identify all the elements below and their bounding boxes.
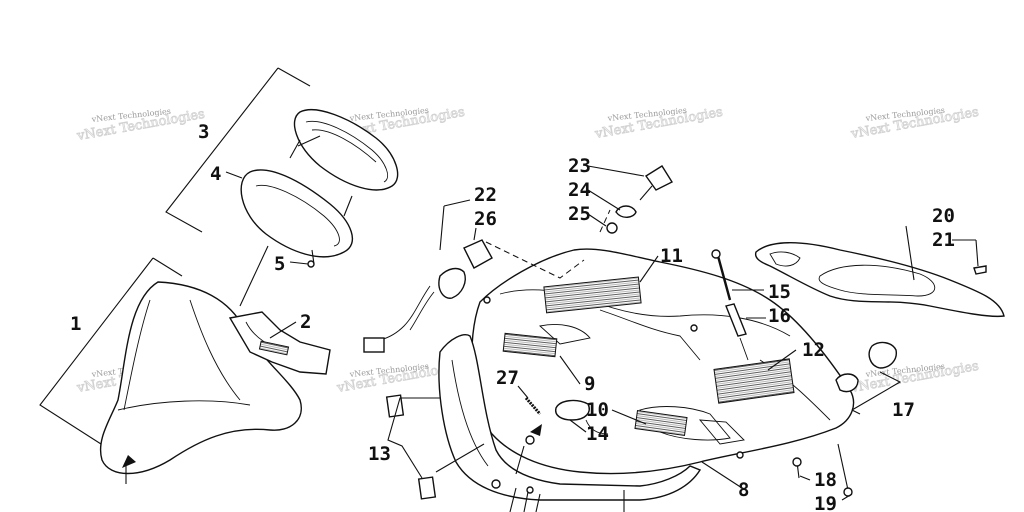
callout-26: 26 [474, 208, 497, 230]
callout-9: 9 [584, 373, 595, 395]
side-panel-part [438, 334, 702, 501]
callout-2: 2 [300, 311, 311, 333]
callout-3: 3 [198, 121, 209, 143]
callout-8: 8 [738, 479, 749, 501]
callout-10: 10 [586, 399, 609, 421]
connector-harness-part [363, 227, 493, 353]
callout-25: 25 [568, 203, 591, 225]
windshield-part [99, 281, 302, 484]
center-leaders [559, 255, 811, 489]
callout-13: 13 [368, 443, 391, 465]
callout-21: 21 [932, 229, 955, 251]
callout-22: 22 [474, 184, 497, 206]
callout-24: 24 [568, 179, 591, 201]
callout-12: 12 [802, 339, 825, 361]
screws-18-19 [792, 443, 853, 501]
callout-numbers: 1 2 3 4 5 8 9 10 11 12 13 14 15 16 17 18… [70, 121, 955, 512]
callout-18: 18 [814, 469, 837, 491]
clip-14-part [555, 399, 609, 435]
bolt-spacer-part [711, 249, 766, 361]
mount-bracket-part [228, 311, 331, 375]
callout-5: 5 [274, 253, 285, 275]
instrument-gauge-part [289, 109, 399, 217]
spring-27-part [517, 385, 542, 415]
leader-22-26 [439, 199, 611, 279]
gauge-housing-part [225, 169, 354, 307]
arrow-marker-left [122, 455, 136, 468]
callout-17: 17 [892, 399, 915, 421]
bracket-3 [165, 67, 311, 233]
callout-15: 15 [768, 281, 791, 303]
cowl-arrow-marker [515, 424, 542, 475]
callout-4: 4 [210, 163, 221, 185]
screw-5-part [289, 249, 315, 268]
callout-27: 27 [496, 367, 519, 389]
decal-pads-13 [385, 394, 485, 500]
callout-11: 11 [660, 245, 683, 267]
switch-plug-part [835, 341, 902, 415]
callout-14: 14 [586, 423, 609, 445]
bottom-bolts [509, 487, 625, 512]
callout-1: 1 [70, 313, 81, 335]
callout-20: 20 [932, 205, 955, 227]
callout-16: 16 [768, 305, 791, 327]
rear-panel-part [754, 225, 1005, 318]
bracket-1 [39, 257, 183, 461]
key-assembly-part [587, 165, 674, 234]
callout-19: 19 [814, 493, 837, 512]
callout-23: 23 [568, 155, 591, 177]
